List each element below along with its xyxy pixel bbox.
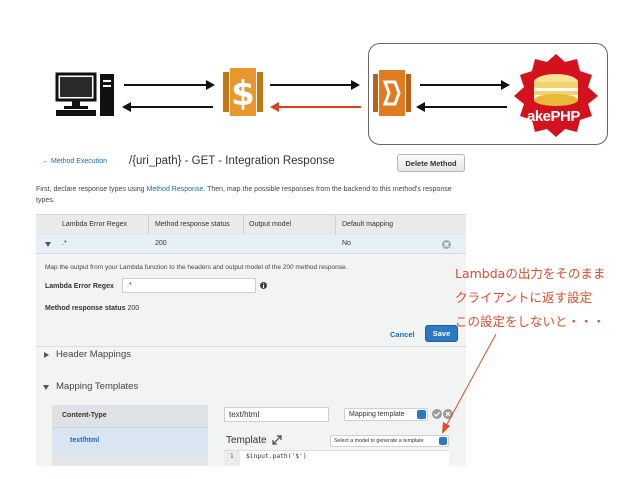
content-type-list: Content-Type text/html (52, 405, 208, 466)
template-label: Template (226, 435, 267, 446)
status-value: 200 (127, 305, 140, 312)
remove-row-icon[interactable] (442, 240, 451, 249)
line-number: 1 (230, 453, 234, 460)
template-code[interactable]: $input.path('$') (246, 453, 307, 460)
model-select[interactable]: Select a model to generate a template (330, 435, 449, 447)
info-icon (260, 282, 267, 289)
content-type-input[interactable]: text/html (224, 407, 329, 422)
header-mappings-toggle[interactable]: Header Mappings (56, 349, 131, 360)
cancel-x-icon[interactable] (443, 409, 453, 419)
method-response-link[interactable]: Method Response (146, 186, 204, 193)
status-label: Method response status (45, 305, 126, 312)
row-default-mapping: No (342, 240, 351, 247)
row-collapse-icon[interactable] (45, 242, 51, 247)
regex-label: Lambda Error Regex (45, 283, 114, 290)
column-header: Method response status (155, 221, 230, 228)
mapping-description: Map the output from your Lambda function… (45, 264, 348, 271)
expand-editor-icon[interactable] (272, 435, 282, 445)
lambda-icon (373, 70, 411, 116)
mapping-templates-toggle[interactable]: Mapping Templates (56, 381, 139, 392)
page-title: /{uri_path} - GET - Integration Response (129, 155, 335, 167)
select-arrow-icon (439, 437, 447, 445)
cakephp-logo-icon (514, 54, 598, 137)
computer-icon (55, 72, 114, 116)
confirm-check-icon[interactable] (432, 409, 442, 419)
back-to-method-execution-link[interactable]: ← Method Execution (42, 158, 107, 165)
intro-text: First, declare response types using Meth… (36, 184, 464, 206)
integration-response-panel: ← Method Execution /{uri_path} - GET - I… (36, 148, 466, 466)
annotation-line-1: Lambdaの出力をそのまま (455, 266, 606, 281)
template-code-editor[interactable]: 1 $input.path('$') (224, 450, 449, 466)
annotation-line-3: この設定をしないと・・・ (455, 314, 606, 329)
annotation-arrow-icon (442, 333, 497, 434)
column-header: Default mapping (342, 221, 393, 228)
row-status: 200 (155, 240, 167, 247)
content-type-item[interactable]: text/html (70, 437, 100, 444)
intro-text-after: . Then, map the possible responses from … (36, 186, 452, 204)
delete-method-button[interactable]: Delete Method (397, 154, 465, 172)
collapse-mapping-templates-icon[interactable] (43, 385, 49, 390)
column-header: Lambda Error Regex (62, 221, 127, 228)
annotation-line-2: クライアントに返す設定 (455, 290, 593, 305)
save-button[interactable]: Save (425, 325, 458, 342)
column-header: Output model (249, 221, 292, 228)
svg-text:$: $ (231, 74, 255, 114)
content-type-header: Content-Type (62, 412, 107, 419)
model-select-value: Select a model to generate a template (334, 438, 424, 444)
cancel-button[interactable]: Cancel (390, 330, 415, 339)
intro-text-before: First, declare response types using (36, 186, 147, 193)
method-response-status: Method response status 200 (45, 305, 139, 312)
regex-input[interactable]: .* (122, 278, 256, 293)
mapping-template-select-value: Mapping template (349, 411, 405, 418)
row-regex: .* (62, 240, 67, 247)
api-gateway-icon: $ (223, 68, 263, 116)
expand-header-mappings-icon[interactable] (44, 352, 49, 358)
select-arrow-icon (417, 410, 426, 419)
responses-table-header: Lambda Error Regex Method response statu… (36, 214, 466, 236)
table-row[interactable]: .* 200 No (36, 235, 466, 254)
mapping-template-select[interactable]: Mapping template (344, 408, 428, 421)
cakephp-logo-text: akePHP (527, 108, 580, 125)
